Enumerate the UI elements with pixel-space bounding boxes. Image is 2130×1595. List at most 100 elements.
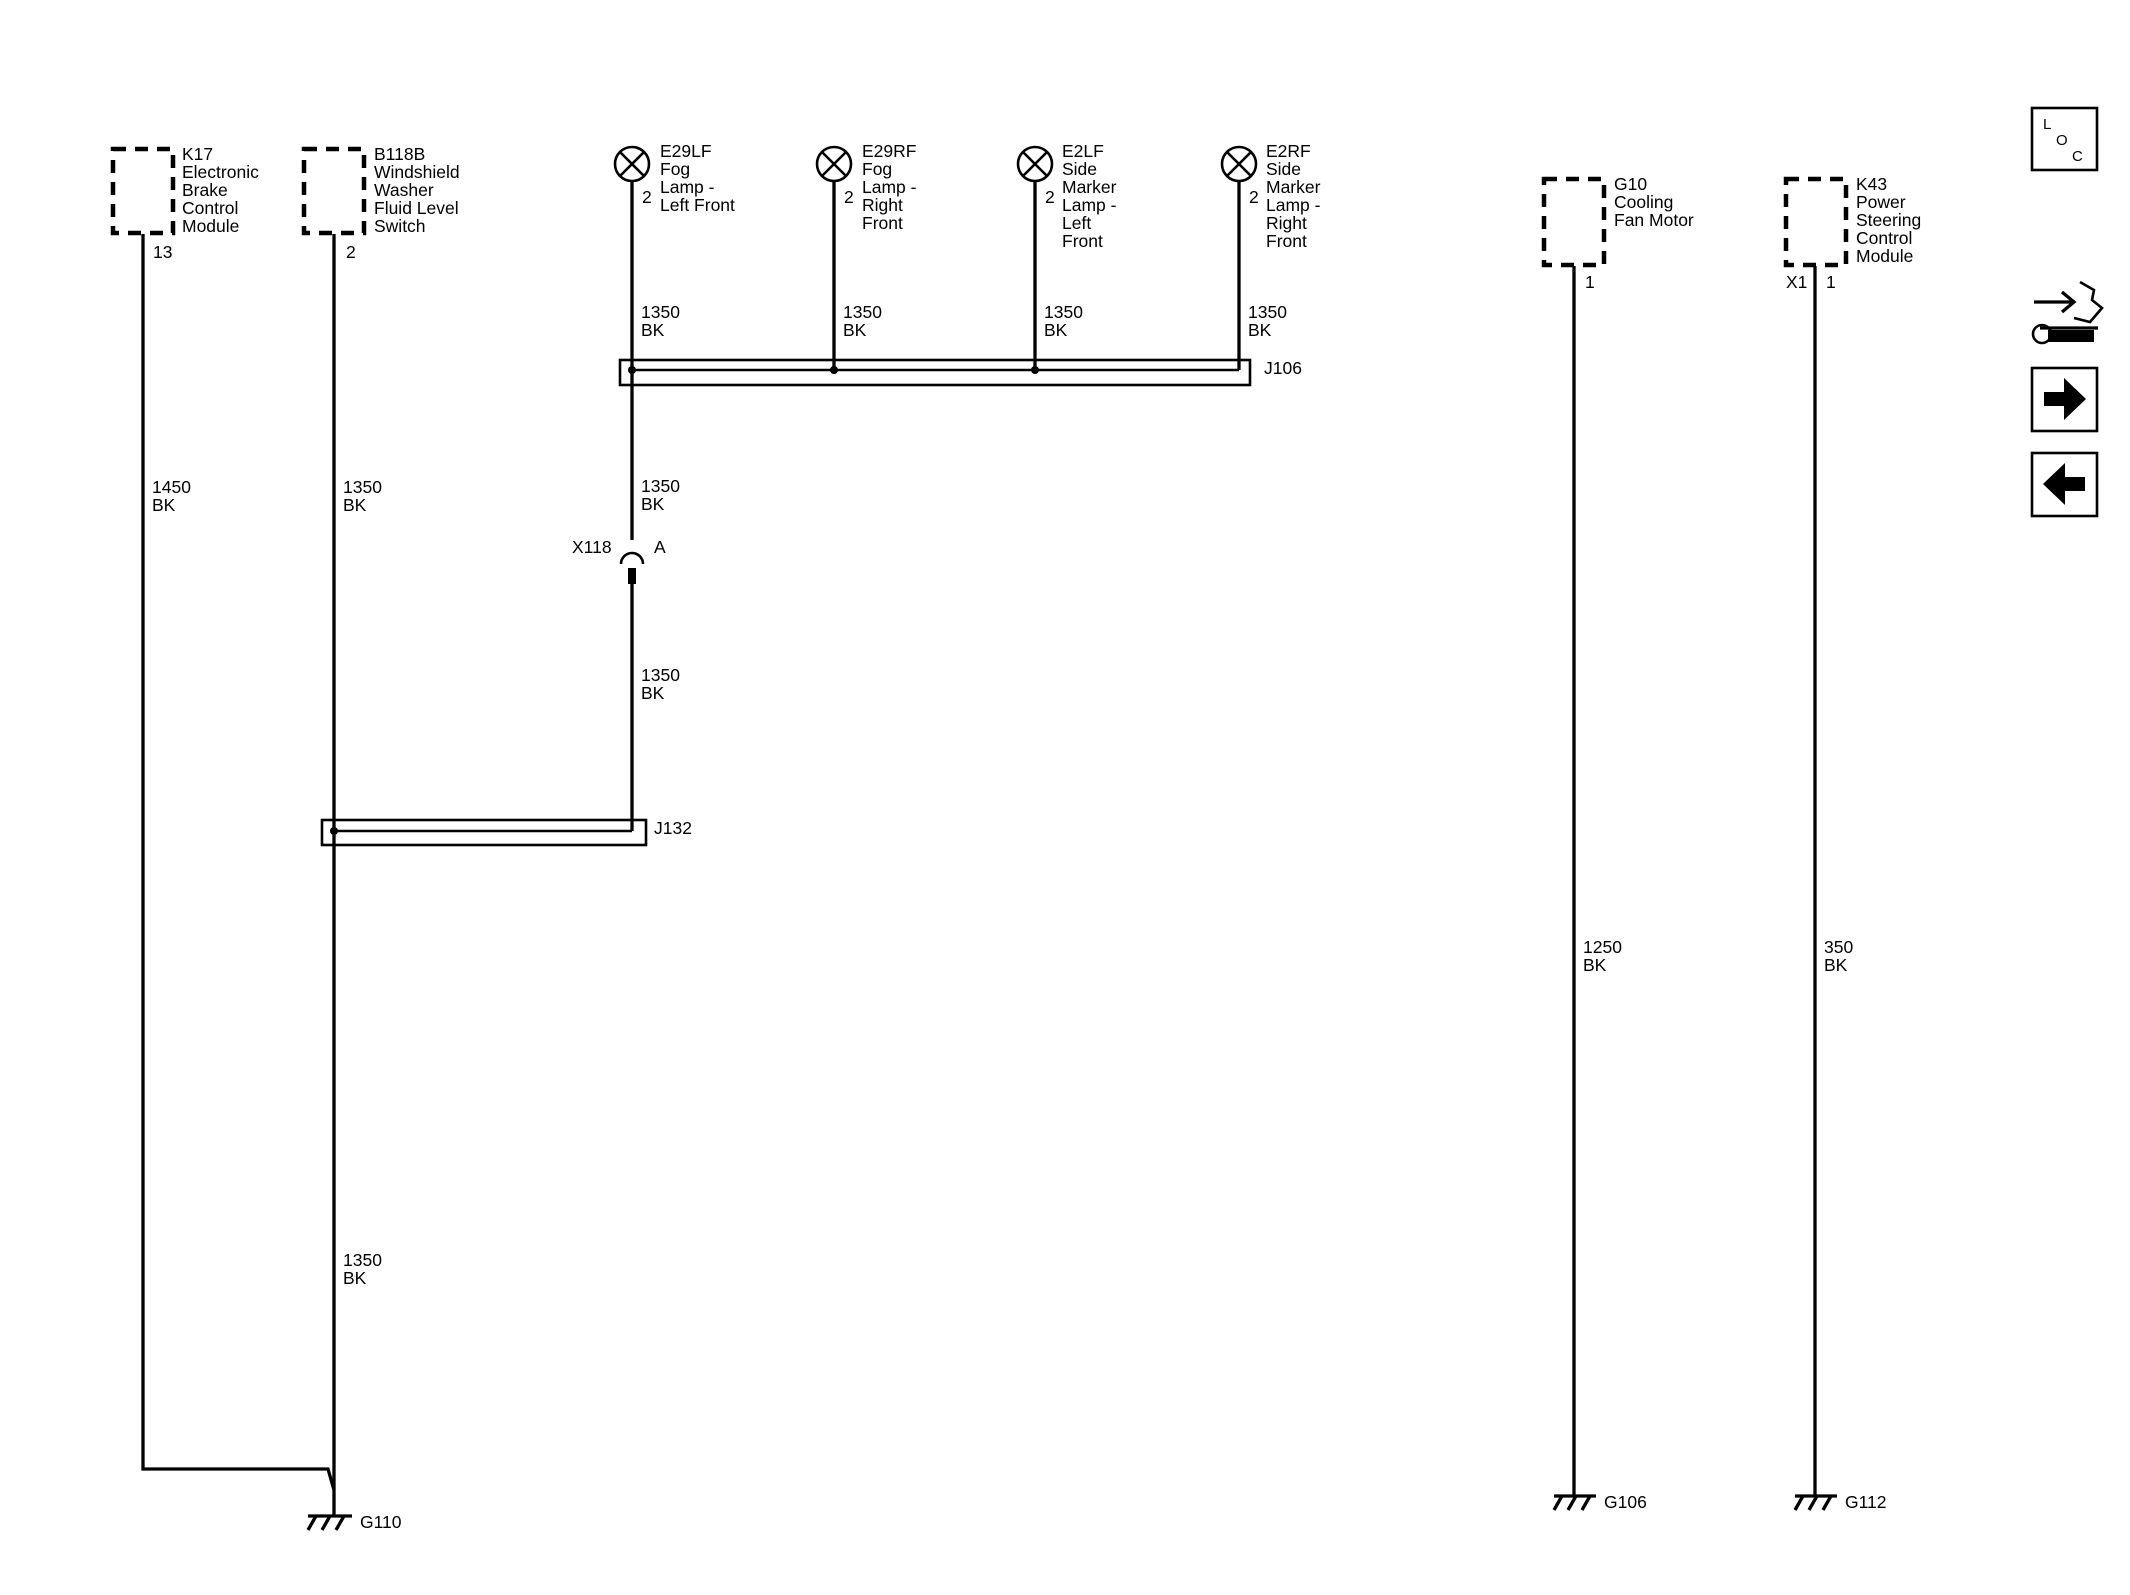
ground-label: G112 bbox=[1845, 1492, 1887, 1512]
component-label: Electronic bbox=[182, 162, 259, 182]
wire-k17[interactable] bbox=[141, 234, 336, 1491]
ground-label: G110 bbox=[360, 1512, 402, 1532]
component-e2lf[interactable]: E2LF Side Marker Lamp - Left Front 2 bbox=[1016, 141, 1117, 251]
splice-pack bbox=[320, 818, 648, 847]
pin-label: 1 bbox=[1585, 272, 1595, 292]
component-label: Side bbox=[1062, 159, 1097, 179]
wire-color: BK bbox=[641, 494, 665, 514]
next-button[interactable] bbox=[2030, 366, 2099, 433]
wire-color: BK bbox=[343, 495, 367, 515]
component-label: Brake bbox=[182, 180, 228, 200]
location-button[interactable]: L O C bbox=[2030, 106, 2099, 172]
component-label: Front bbox=[862, 213, 903, 233]
component-e29rf[interactable]: E29RF Fog Lamp - Right Front 2 bbox=[815, 141, 917, 233]
wire-color: BK bbox=[343, 1268, 367, 1288]
component-swap-button[interactable] bbox=[2031, 280, 2104, 345]
lamp-icon bbox=[815, 145, 853, 183]
wire-gauge: 1350 bbox=[343, 1250, 382, 1270]
component-label: Fluid Level bbox=[374, 198, 459, 218]
component-label: Fog bbox=[660, 159, 690, 179]
component-label: Front bbox=[1266, 231, 1307, 251]
component-label: Side bbox=[1266, 159, 1301, 179]
lamp-icon bbox=[1220, 145, 1258, 183]
wire-color: BK bbox=[641, 683, 665, 703]
pin-label: 2 bbox=[346, 242, 356, 262]
splice-label: J132 bbox=[654, 818, 692, 838]
component-e29lf[interactable]: E29LF Fog Lamp - Left Front 2 bbox=[613, 141, 735, 215]
component-box-g10 bbox=[1541, 176, 1607, 268]
component-k43[interactable]: K43 Power Steering Control Module X1 1 bbox=[1783, 174, 1921, 292]
component-label: E29LF bbox=[660, 141, 712, 161]
component-label: Steering bbox=[1856, 210, 1921, 230]
component-label: Lamp - bbox=[862, 177, 917, 197]
loc-letter-c: C bbox=[2072, 148, 2083, 165]
wire-color: BK bbox=[843, 320, 867, 340]
wire-color: BK bbox=[152, 495, 176, 515]
component-g10[interactable]: G10 Cooling Fan Motor 1 bbox=[1541, 174, 1694, 292]
wire-color: BK bbox=[1583, 955, 1607, 975]
component-label: Marker bbox=[1266, 177, 1321, 197]
component-label: E2RF bbox=[1266, 141, 1311, 161]
component-label: Fan Motor bbox=[1614, 210, 1694, 230]
component-b118b[interactable]: B118B Windshield Washer Fluid Level Swit… bbox=[301, 144, 460, 262]
connector-female-icon bbox=[619, 551, 645, 565]
loc-letter-l: L bbox=[2043, 116, 2051, 133]
component-label: Lamp - bbox=[1062, 195, 1117, 215]
splice-j106[interactable]: J106 bbox=[618, 358, 1302, 387]
component-k17[interactable]: K17 Electronic Brake Control Module 13 bbox=[110, 144, 259, 262]
component-label: G10 bbox=[1614, 174, 1647, 194]
connector-label: X1 bbox=[1786, 272, 1807, 292]
pin-label: 2 bbox=[1249, 187, 1259, 207]
wire-gauge: 1350 bbox=[343, 477, 382, 497]
component-label: K43 bbox=[1856, 174, 1887, 194]
component-label: Module bbox=[1856, 246, 1913, 266]
wire-gauge: 1350 bbox=[641, 302, 680, 322]
splice-node bbox=[330, 827, 338, 835]
ground-g110[interactable]: G110 bbox=[306, 1512, 402, 1532]
ground-g112[interactable]: G112 bbox=[1793, 1492, 1887, 1512]
component-label: Front bbox=[1062, 231, 1103, 251]
pin-label: 1 bbox=[1826, 272, 1836, 292]
splice-pack bbox=[618, 358, 1252, 387]
connector-label: X118 bbox=[572, 537, 612, 557]
component-label: E29RF bbox=[862, 141, 916, 161]
splice-j132[interactable]: J132 bbox=[320, 810, 692, 847]
arrow-left-icon bbox=[2043, 463, 2085, 505]
component-swap-icon bbox=[2031, 280, 2104, 345]
component-label: Fog bbox=[862, 159, 892, 179]
component-label: Switch bbox=[374, 216, 426, 236]
component-label: Left Front bbox=[660, 195, 735, 215]
pin-label: 2 bbox=[844, 187, 854, 207]
pin-label: 2 bbox=[642, 187, 652, 207]
component-label: Right bbox=[1266, 213, 1307, 233]
component-box-k43 bbox=[1783, 176, 1849, 268]
previous-button[interactable] bbox=[2030, 451, 2099, 518]
location-icon bbox=[2030, 106, 2099, 172]
wire-color: BK bbox=[1044, 320, 1068, 340]
component-label: K17 bbox=[182, 144, 213, 164]
connector-x118[interactable]: X118 A bbox=[572, 537, 666, 584]
wire-gauge: 1350 bbox=[1044, 302, 1083, 322]
ground-g106[interactable]: G106 bbox=[1552, 1492, 1647, 1512]
wire-color: BK bbox=[641, 320, 665, 340]
wire-gauge: 1450 bbox=[152, 477, 191, 497]
component-box-k17 bbox=[110, 146, 176, 236]
lamp-icon bbox=[1016, 145, 1054, 183]
wire-gauge: 1350 bbox=[641, 665, 680, 685]
splice-node bbox=[1031, 366, 1039, 374]
component-box-b118b bbox=[301, 146, 367, 236]
wire-gauge: 1350 bbox=[641, 476, 680, 496]
component-label: Control bbox=[182, 198, 238, 218]
wire-color: BK bbox=[1824, 955, 1848, 975]
loc-letter-o: O bbox=[2056, 132, 2068, 149]
connector-pin: A bbox=[654, 537, 666, 557]
component-label: Left bbox=[1062, 213, 1091, 233]
component-e2rf[interactable]: E2RF Side Marker Lamp - Right Front 2 bbox=[1220, 141, 1321, 251]
component-label: B118B bbox=[374, 144, 425, 164]
splice-label: J106 bbox=[1264, 358, 1302, 378]
wire-gauge: 1350 bbox=[1248, 302, 1287, 322]
component-label: Right bbox=[862, 195, 903, 215]
ground-label: G106 bbox=[1604, 1492, 1647, 1512]
wire-color: BK bbox=[1248, 320, 1272, 340]
